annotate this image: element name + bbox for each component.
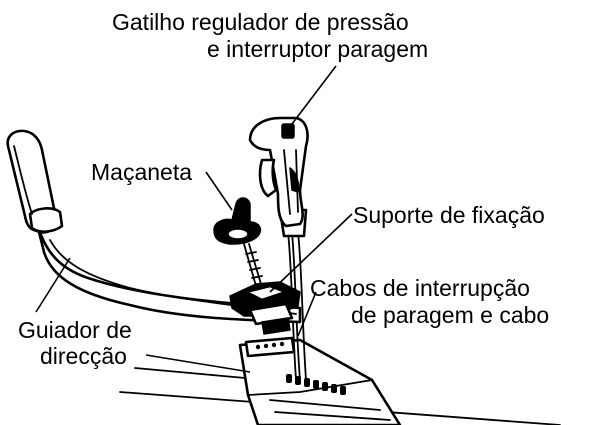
cables-label-line1: Cabos de interrupção xyxy=(310,275,530,301)
handlebar-illustration xyxy=(6,129,302,324)
knob-illustration xyxy=(213,197,263,287)
knob-label: Maçaneta xyxy=(91,159,192,185)
bracket-leader xyxy=(269,213,353,293)
shaft-housing-illustration xyxy=(119,336,561,425)
trigger-label-line1: Gatilho regulador de pressão xyxy=(112,9,409,35)
handlebar-leader xyxy=(35,257,71,313)
cables-label-line2: de paragem e cabo xyxy=(351,302,549,328)
bracket-label: Suporte de fixação xyxy=(353,202,545,228)
trigger-leader xyxy=(291,65,337,125)
handlebar-leader-2 xyxy=(145,354,251,373)
trigger-label-line2: e interruptor paragem xyxy=(207,36,428,62)
handlebar-label-line1: Guiador de xyxy=(18,317,132,343)
knob-leader xyxy=(205,171,233,211)
bracket-illustration xyxy=(229,281,301,335)
cables-leader xyxy=(297,291,317,337)
handlebar-label-line2: direcção xyxy=(40,343,127,369)
throttle-trigger-illustration xyxy=(248,116,309,238)
